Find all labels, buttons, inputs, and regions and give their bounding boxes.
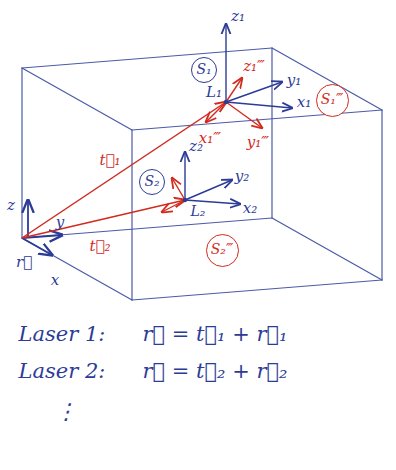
- box-outline: [22, 48, 382, 300]
- axis-label: x: [51, 272, 59, 289]
- frame-name: S₂: [144, 174, 159, 189]
- box-edge: [22, 68, 132, 130]
- box-edge: [271, 48, 272, 218]
- laser1-rotated-frame: [206, 78, 262, 128]
- laser2-rotated-frame: [162, 178, 185, 212]
- laser2-frame: [185, 152, 240, 204]
- axis-label: x₂: [243, 200, 257, 217]
- axis-label: y₂: [235, 168, 250, 185]
- equation-title: Laser 1:: [19, 323, 106, 346]
- laser-point: [224, 100, 228, 104]
- axis-arrow: [162, 200, 185, 212]
- box-edge: [132, 280, 382, 300]
- axis-label: z₁: [231, 8, 245, 25]
- vector-label: t⃗₂: [89, 238, 110, 255]
- box-edge: [132, 110, 382, 130]
- vector-arrow: [22, 102, 226, 238]
- frame-circle: S₁: [191, 57, 217, 83]
- point-label: L₁: [206, 84, 222, 101]
- axis-arrow: [226, 102, 292, 108]
- axis-arrow: [27, 200, 29, 236]
- axis-label: z: [7, 197, 15, 214]
- axis-arrow: [172, 178, 185, 200]
- equation-text: r⃗ = t⃗₂ + r⃗₂: [142, 360, 287, 383]
- box-edge: [21, 68, 22, 238]
- box-edge: [272, 218, 382, 280]
- point-label: L₂: [191, 204, 206, 219]
- axis-arrow: [226, 82, 282, 102]
- axis-arrow: [184, 152, 185, 200]
- position-vectors: [22, 102, 226, 238]
- vector-label: r⃗: [16, 254, 32, 271]
- box-edge: [272, 48, 382, 110]
- axis-arrow: [226, 78, 242, 102]
- vector-label: t⃗₁: [99, 152, 120, 169]
- axis-arrow: [206, 102, 226, 122]
- box-edge: [22, 48, 272, 68]
- axis-label: y₁‴: [247, 134, 269, 151]
- box-edge: [381, 110, 382, 280]
- axis-label: x₁: [297, 94, 311, 111]
- equation-title: Laser 2:: [19, 360, 106, 383]
- axis-arrow: [22, 238, 52, 255]
- equation-text: r⃗ = t⃗₁ + r⃗₁: [142, 323, 287, 346]
- axis-label: y: [56, 214, 64, 231]
- continuation-dots: ⋮: [55, 400, 77, 424]
- axis-label: y₁: [287, 72, 302, 89]
- frame-name: S₁‴: [321, 92, 343, 107]
- laser-point: [183, 198, 187, 202]
- frame-circle: S₂: [139, 169, 165, 195]
- axis-arrow: [226, 102, 262, 128]
- axis-label: z₁‴: [243, 58, 265, 75]
- axis-arrow: [225, 24, 226, 102]
- box-edge: [131, 130, 132, 300]
- box-edge: [22, 238, 132, 300]
- rotated-frame-circle: S₂‴: [206, 234, 239, 267]
- vector-arrow: [22, 200, 185, 238]
- frame-name: S₁: [196, 62, 211, 77]
- axis-arrow: [185, 180, 232, 200]
- laser1-frame: [226, 24, 292, 108]
- axis-label: z₂: [189, 138, 203, 155]
- rotated-frame-circle: S₁‴: [316, 84, 349, 117]
- frame-name: S₂‴: [211, 242, 233, 257]
